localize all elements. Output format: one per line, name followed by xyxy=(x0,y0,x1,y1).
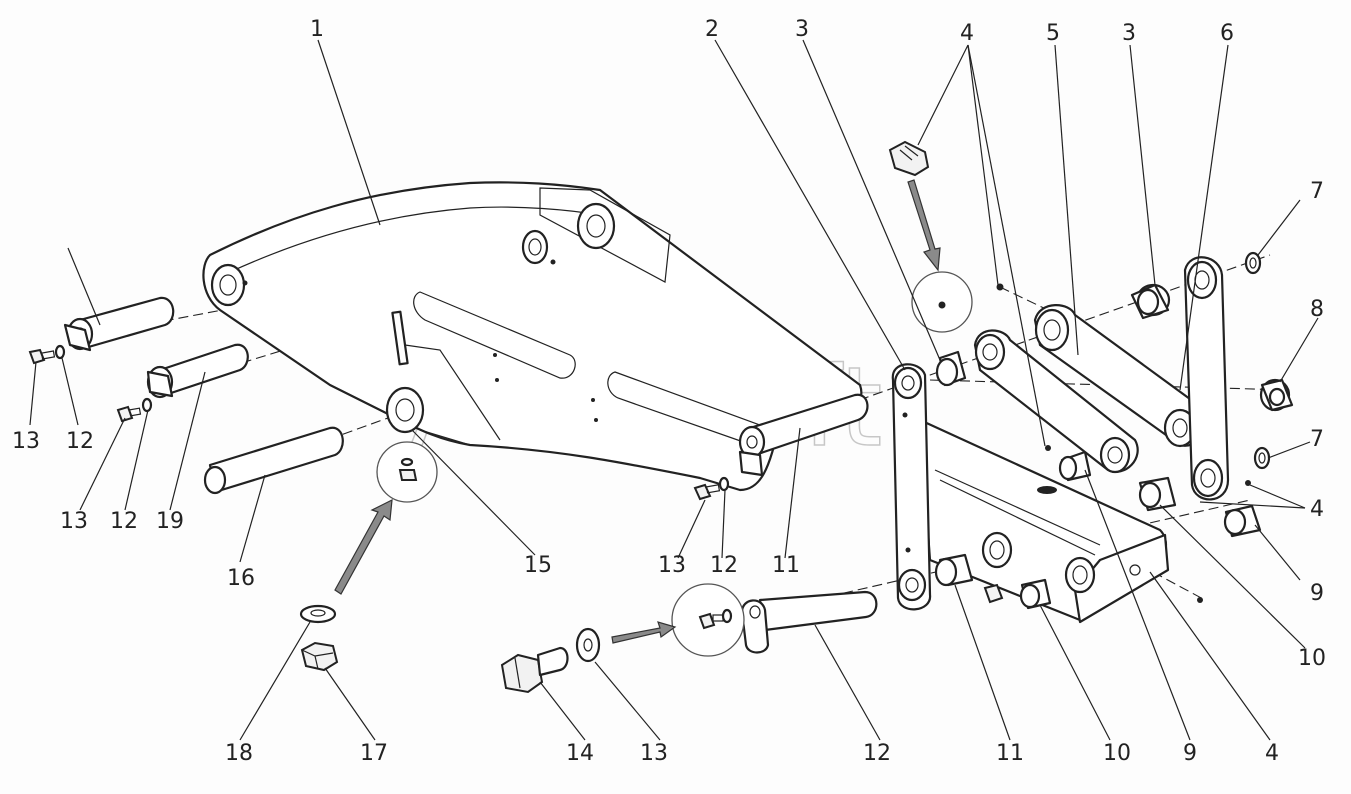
callout-12: 12 xyxy=(66,429,94,454)
callout-13c: 13 xyxy=(658,553,686,578)
callout-8b: 9 xyxy=(1183,741,1197,766)
shaft-part-11-upper xyxy=(738,393,869,477)
boom-part-1 xyxy=(202,181,863,492)
pin-part-18 xyxy=(146,343,249,399)
callout-17: 18 xyxy=(225,741,253,766)
callout-9b: 10 xyxy=(1103,741,1131,766)
shaft-part-11-lower xyxy=(740,590,878,654)
link-part-5 xyxy=(1033,304,1209,448)
bushings xyxy=(934,283,1294,610)
callout-labels: 1 2 3 3 4 4 4 9 5 6 7 7 8 9 10 10 11 11 … xyxy=(12,17,1326,766)
callout-12c: 12 xyxy=(710,553,738,578)
callout-7: 7 xyxy=(1310,179,1324,204)
link-part-6 xyxy=(1183,256,1230,501)
callout-11b: 12 xyxy=(863,741,891,766)
callout-2: 2 xyxy=(705,17,719,42)
bolt-part-13-bottom xyxy=(500,646,569,694)
callout-1: 1 xyxy=(310,17,324,42)
arrow-to-grease-zoom xyxy=(907,179,941,272)
callout-7b: 7 xyxy=(1310,427,1324,452)
arrow-to-lower-shaft xyxy=(611,621,677,644)
nut-part-16 xyxy=(300,641,339,672)
zoom-bubble-nut xyxy=(376,441,438,503)
link-part-3 xyxy=(973,329,1139,474)
callout-13d: 14 xyxy=(566,741,594,766)
callout-12d: 13 xyxy=(640,741,668,766)
zoom-bubble-lower-shaft xyxy=(671,583,745,657)
bolts-washers-middle xyxy=(693,476,730,501)
callout-18: 19 xyxy=(156,509,184,534)
callout-9: 9 xyxy=(1310,581,1324,606)
callout-4b: 4 xyxy=(1310,497,1324,522)
callout-3b: 3 xyxy=(1122,21,1136,46)
callout-13b: 13 xyxy=(60,509,88,534)
washer-part-17 xyxy=(299,604,337,624)
pin-part-15 xyxy=(203,426,344,495)
callout-13: 13 xyxy=(12,429,40,454)
callout-5: 5 xyxy=(1046,21,1060,46)
zoom-bubble-grease xyxy=(911,271,973,333)
callout-6: 6 xyxy=(1220,21,1234,46)
callout-15: 16 xyxy=(227,566,255,591)
callout-14: 15 xyxy=(524,553,552,578)
pin-part-19 xyxy=(63,296,175,352)
bolts-washers-left xyxy=(28,344,153,423)
washer-part-12-bottom xyxy=(575,627,601,663)
link-plate-part-2 xyxy=(891,363,932,611)
callout-3: 3 xyxy=(795,17,809,42)
callout-10b: 11 xyxy=(996,741,1024,766)
callout-11: 11 xyxy=(772,553,800,578)
arrow-to-nut-zoom xyxy=(334,498,393,595)
callout-4c: 4 xyxy=(1265,741,1279,766)
bracket-frame xyxy=(918,418,1170,624)
callout-12b: 12 xyxy=(110,509,138,534)
callout-10: 10 xyxy=(1298,646,1326,671)
leader-lines xyxy=(29,39,1319,741)
washers-part-7 xyxy=(1244,251,1271,470)
grease-fittings-part-4 xyxy=(888,140,1251,604)
callout-4: 4 xyxy=(960,21,974,46)
callout-8: 8 xyxy=(1310,297,1324,322)
callout-16: 17 xyxy=(360,741,388,766)
